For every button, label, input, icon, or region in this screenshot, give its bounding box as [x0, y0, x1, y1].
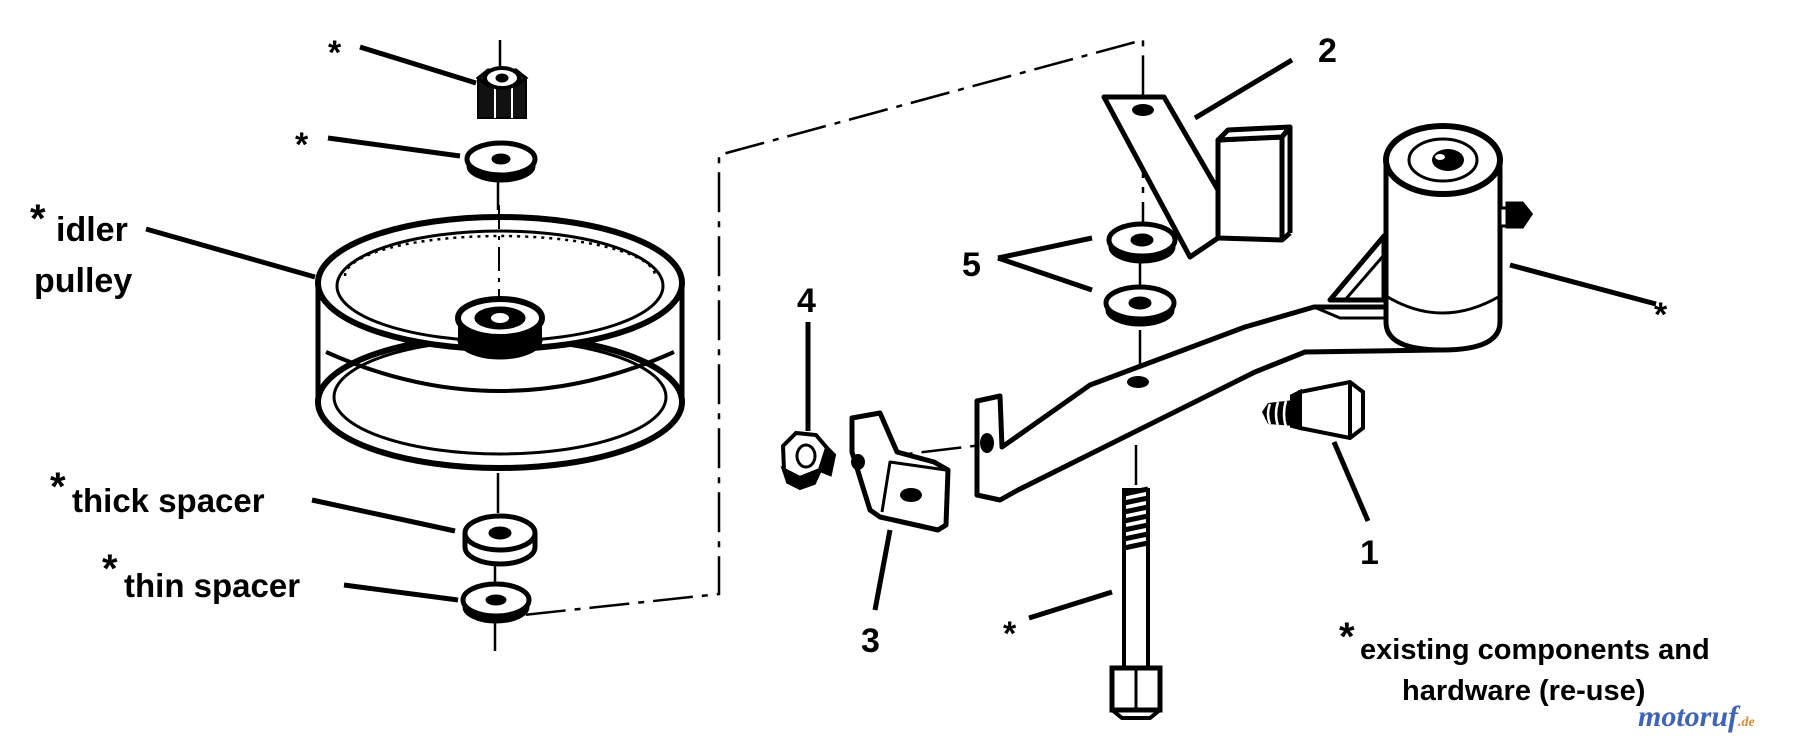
labels: * * * idler pulley * thick spacer * thin…	[30, 32, 1710, 707]
label-thick-spacer: thick spacer	[72, 482, 265, 519]
star-thin-spacer: *	[102, 547, 118, 591]
part-number-4: 4	[797, 282, 816, 320]
top-washer	[464, 140, 538, 183]
part-number-1: 1	[1360, 534, 1379, 572]
pulley-bearing	[455, 296, 545, 360]
note-line-2: hardware (re-use)	[1402, 675, 1645, 707]
hex-lock-nut	[475, 66, 529, 119]
star-note: *	[1339, 615, 1355, 659]
watermark-brand: motoruf	[1638, 700, 1741, 733]
part-number-5: 5	[962, 246, 981, 284]
label-thin-spacer: thin spacer	[124, 567, 300, 604]
hex-nut-small	[780, 430, 837, 491]
idler-pulley	[315, 205, 685, 471]
l-bracket	[1101, 94, 1293, 260]
part-number-2: 2	[1318, 32, 1337, 70]
note-line-1: existing components and	[1360, 634, 1710, 666]
leader-lines	[145, 44, 1657, 621]
star-carriage-bolt: *	[1003, 615, 1017, 653]
star-top-nut: *	[328, 34, 342, 72]
watermark-logo: motoruf.de	[1638, 700, 1755, 733]
star-pivot-tube: *	[1654, 296, 1668, 334]
set-screw	[1498, 201, 1534, 229]
thin-spacer	[460, 581, 532, 624]
part-number-3: 3	[861, 622, 880, 660]
carriage-bolt	[1109, 486, 1163, 720]
star-idler-pulley: *	[30, 197, 46, 241]
star-thick-spacer: *	[50, 465, 66, 509]
label-pulley: pulley	[34, 262, 132, 300]
small-bracket	[849, 410, 951, 533]
svg-text:motoruf.de: motoruf.de	[1638, 700, 1755, 733]
label-idler: idler	[56, 211, 128, 249]
star-top-washer: *	[295, 126, 309, 164]
hex-bolt	[1262, 379, 1365, 441]
pivot-tube	[1383, 123, 1534, 353]
watermark-tld: .de	[1738, 715, 1755, 730]
washer-pair	[1103, 221, 1178, 327]
thick-spacer	[462, 513, 538, 567]
